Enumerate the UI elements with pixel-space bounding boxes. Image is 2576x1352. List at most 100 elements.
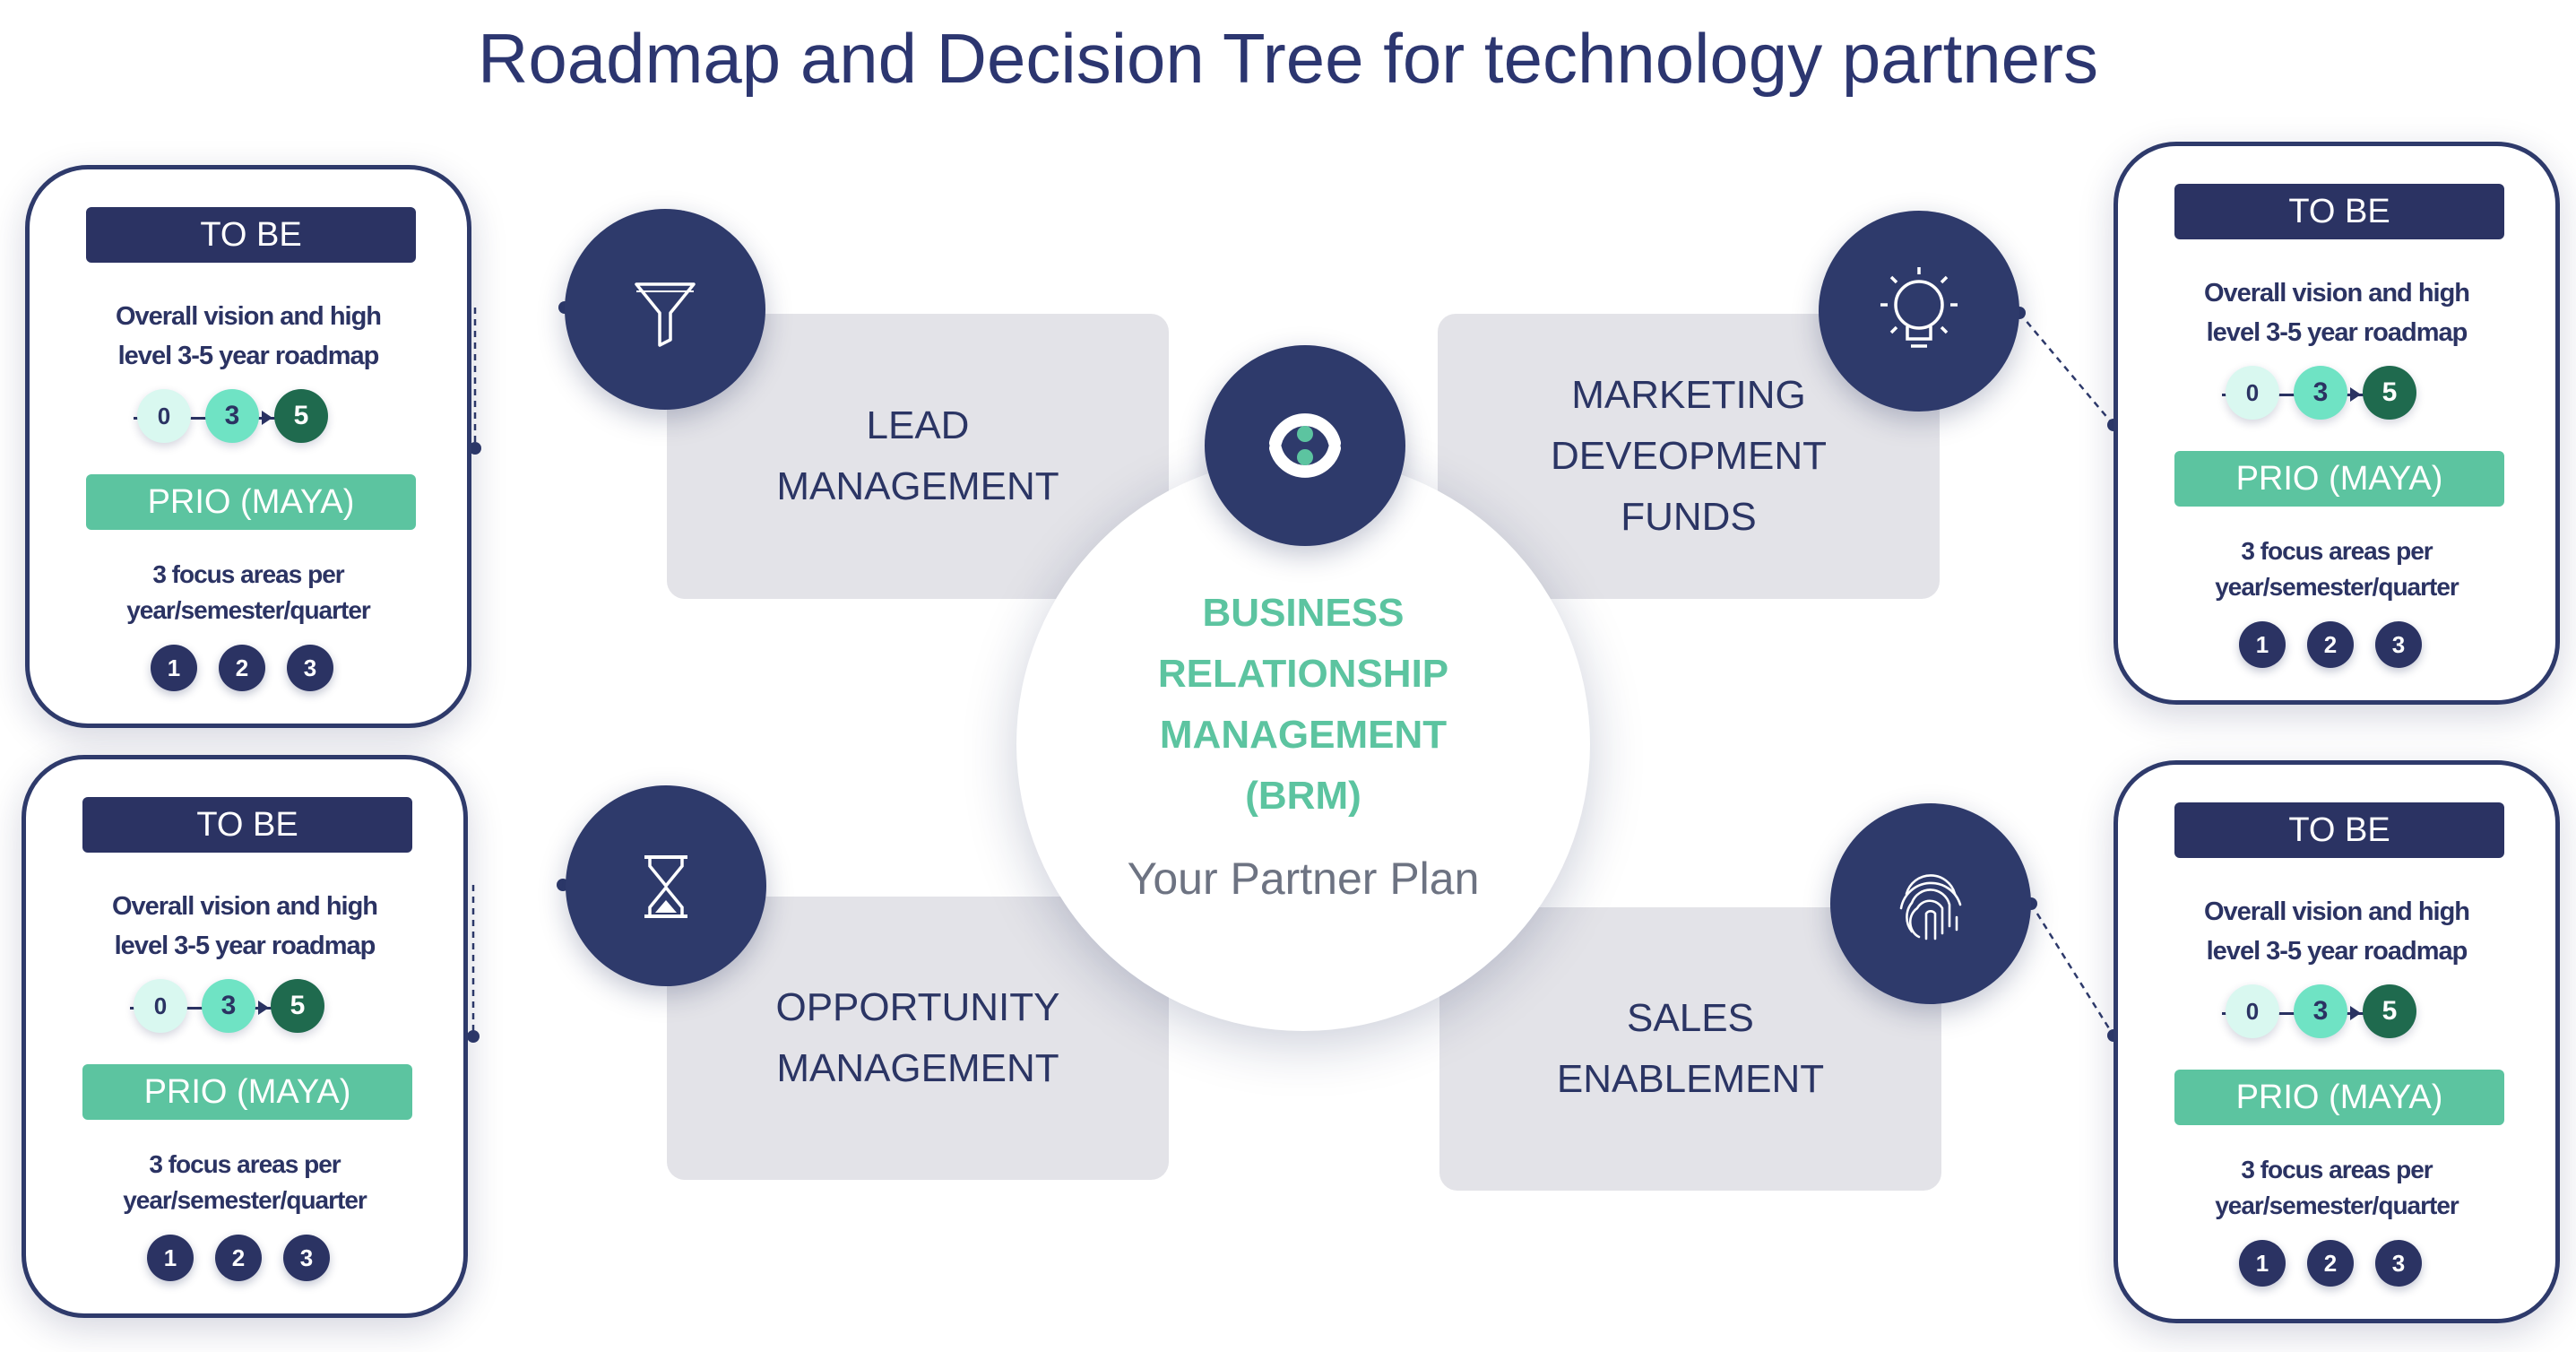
focus-number: 2 (2307, 621, 2354, 668)
brm-title-line: (BRM) (1245, 774, 1361, 818)
focus-number: 3 (283, 1235, 330, 1281)
card-vision-text: Overall vision and high level 3-5 year ro… (2136, 273, 2537, 352)
vision-line: level 3-5 year roadmap (2206, 937, 2468, 966)
focus-number: 2 (215, 1235, 262, 1281)
focus-line: year/semester/quarter (123, 1186, 367, 1214)
tile-label: MANAGEMENT (776, 464, 1059, 508)
connector-dot (467, 1030, 480, 1043)
card-header-to-be: TO BE (2174, 184, 2504, 239)
card-prio-label: PRIO (MAYA) (2174, 451, 2504, 507)
brm-subtitle: Your Partner Plan (1127, 854, 1480, 904)
focus-line: year/semester/quarter (2215, 573, 2459, 601)
hourglass-icon (566, 785, 766, 986)
progression-arrow-icon (258, 1001, 269, 1015)
progression-step: 5 (2363, 984, 2416, 1038)
focus-line: 3 focus areas per (2241, 537, 2433, 565)
focus-line: year/semester/quarter (126, 596, 371, 624)
focus-area-numbers: 1 2 3 (2239, 621, 2436, 672)
tile-opportunity-management: OPPORTUNITY MANAGEMENT (667, 897, 1169, 1180)
roadmap-progression: 0 3 5 (130, 979, 358, 1036)
connector-dot (469, 442, 481, 455)
card-header-to-be: TO BE (2174, 802, 2504, 858)
focus-line: 3 focus areas per (149, 1150, 341, 1178)
card-header-to-be: TO BE (86, 207, 416, 263)
vision-line: Overall vision and high (115, 302, 382, 331)
progression-step: 3 (205, 389, 259, 443)
focus-area-numbers: 1 2 3 (2239, 1240, 2436, 1290)
brm-title-line: BUSINESS (1202, 591, 1405, 635)
focus-line: 3 focus areas per (152, 560, 344, 588)
tile-label: SALES (1627, 996, 1754, 1040)
tile-label: MARKETING (1571, 373, 1806, 417)
tile-label: MANAGEMENT (776, 1046, 1059, 1090)
vision-line: level 3-5 year roadmap (117, 342, 380, 370)
focus-number: 3 (2375, 1240, 2422, 1287)
brm-title-line: MANAGEMENT (1159, 713, 1448, 757)
progression-step: 3 (2294, 984, 2347, 1038)
focus-number: 1 (2239, 1240, 2286, 1287)
lightbulb-icon (1819, 211, 2019, 412)
roadmap-progression: 0 3 5 (134, 389, 361, 446)
tile-label: OPPORTUNITY (775, 985, 1060, 1029)
focus-number: 3 (287, 645, 333, 691)
focus-area-numbers: 1 2 3 (151, 645, 348, 695)
focus-number: 1 (151, 645, 197, 691)
tile-lead-management: LEAD MANAGEMENT (667, 314, 1169, 599)
vision-line: Overall vision and high (2203, 279, 2470, 308)
focus-number: 2 (2307, 1240, 2354, 1287)
tile-label: DEVEOPMENT (1550, 434, 1828, 478)
focus-number: 3 (2375, 621, 2422, 668)
tile-label: FUNDS (1621, 495, 1757, 539)
connector-bottom-right (2029, 903, 2115, 1036)
funnel-icon (565, 209, 765, 410)
focus-line: 3 focus areas per (2241, 1156, 2433, 1183)
roadmap-card-bottom-left: TO BE Overall vision and high level 3-5 y… (22, 755, 468, 1318)
roadmap-card-bottom-right: TO BE Overall vision and high level 3-5 y… (2114, 760, 2560, 1323)
brm-title-line: RELATIONSHIP (1157, 652, 1449, 696)
roadmap-progression: 0 3 5 (2222, 984, 2450, 1042)
progression-step: 0 (134, 979, 187, 1033)
page-title: Roadmap and Decision Tree for technology… (477, 19, 2098, 98)
progression-step: 3 (2294, 366, 2347, 420)
card-vision-text: Overall vision and high level 3-5 year ro… (44, 887, 445, 966)
fingerprint-icon (1830, 803, 2031, 1004)
card-prio-label: PRIO (MAYA) (82, 1064, 412, 1120)
card-focus-text: 3 focus areas per year/semester/quarter (2136, 1152, 2537, 1224)
progression-arrow-icon (2350, 387, 2361, 402)
focus-area-numbers: 1 2 3 (147, 1235, 344, 1285)
brm-center-circle (1016, 457, 1590, 1031)
vision-line: Overall vision and high (111, 892, 378, 921)
focus-number: 1 (147, 1235, 194, 1281)
tile-label: LEAD (866, 403, 970, 447)
sync-arrows-icon (1205, 345, 1405, 546)
roadmap-card-top-left: TO BE Overall vision and high level 3-5 y… (25, 165, 471, 728)
tile-label: ENABLEMENT (1556, 1057, 1825, 1101)
card-prio-label: PRIO (MAYA) (2174, 1070, 2504, 1125)
progression-step: 0 (137, 389, 191, 443)
focus-number: 2 (219, 645, 265, 691)
progression-step: 0 (2226, 366, 2279, 420)
card-focus-text: 3 focus areas per year/semester/quarter (2136, 533, 2537, 605)
card-focus-text: 3 focus areas per year/semester/quarter (48, 557, 449, 628)
progression-step: 0 (2226, 984, 2279, 1038)
card-vision-text: Overall vision and high level 3-5 year ro… (2136, 892, 2537, 971)
progression-step: 5 (271, 979, 324, 1033)
card-focus-text: 3 focus areas per year/semester/quarter (44, 1147, 445, 1218)
card-vision-text: Overall vision and high level 3-5 year ro… (48, 297, 449, 376)
progression-step: 5 (274, 389, 328, 443)
progression-step: 3 (202, 979, 255, 1033)
card-prio-label: PRIO (MAYA) (86, 474, 416, 530)
connector-top-right (2018, 312, 2114, 426)
focus-number: 1 (2239, 621, 2286, 668)
brm-title: BUSINESS RELATIONSHIP MANAGEMENT (BRM) (1016, 583, 1590, 827)
vision-line: level 3-5 year roadmap (114, 932, 376, 960)
card-header-to-be: TO BE (82, 797, 412, 853)
vision-line: Overall vision and high (2203, 897, 2470, 926)
roadmap-card-top-right: TO BE Overall vision and high level 3-5 y… (2114, 142, 2560, 705)
focus-line: year/semester/quarter (2215, 1192, 2459, 1219)
vision-line: level 3-5 year roadmap (2206, 318, 2468, 347)
progression-step: 5 (2363, 366, 2416, 420)
roadmap-progression: 0 3 5 (2222, 366, 2450, 423)
progression-arrow-icon (2350, 1006, 2361, 1020)
progression-arrow-icon (262, 411, 272, 425)
